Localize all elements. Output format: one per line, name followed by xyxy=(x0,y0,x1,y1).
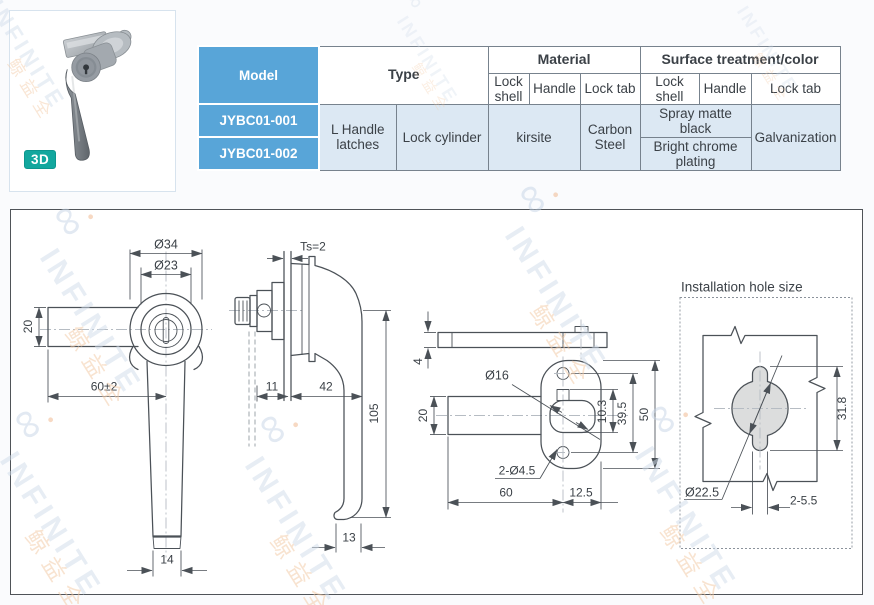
dim-hole-dia: Ø22.5 xyxy=(685,486,719,500)
cell-material-shell-handle: kirsite xyxy=(487,103,581,171)
dim-collar-dia: Ø23 xyxy=(154,259,178,273)
dim-arm-length: 60±2 xyxy=(91,380,118,394)
dim-tab-arm-length: 60 xyxy=(499,486,513,500)
lock-tab-drawing: 4 Ø16 2-Ø4.5 xyxy=(411,311,660,513)
dim-hole-span: 39.5 xyxy=(615,401,629,425)
3d-model-badge[interactable]: 3D xyxy=(24,150,57,169)
dim-edge-offset: 12.5 xyxy=(569,486,593,500)
lock-cylinder-photo xyxy=(71,42,117,83)
technical-drawing-panel: Ø34 Ø23 20 60±2 14 xyxy=(10,209,863,595)
dim-cutout-height: 31.8 xyxy=(835,396,849,420)
dim-grip-width: 14 xyxy=(160,553,174,567)
col-header-model: Model xyxy=(197,44,320,106)
dim-boss-dia: Ø16 xyxy=(485,369,509,383)
product-photo xyxy=(62,29,132,161)
col-header-material: Material xyxy=(487,45,641,74)
col-header-surface: Surface treatment/color xyxy=(639,45,841,74)
installation-title: Installation hole size xyxy=(681,280,803,295)
cell-model-2: JYBC01-002 xyxy=(197,136,320,172)
grip-highlight xyxy=(71,76,81,142)
cell-type-handle: L Handle latches xyxy=(318,103,397,171)
cell-surface-2: Bright chrome plating xyxy=(639,136,752,171)
col-header-surface-lock-shell: Lock shell xyxy=(639,72,700,105)
dim-hole-callout: 2-Ø4.5 xyxy=(499,464,536,478)
dim-flange-dia: Ø34 xyxy=(154,238,178,252)
cell-surface-tab: Galvanization xyxy=(750,103,841,171)
technical-drawings: Ø34 Ø23 20 60±2 14 xyxy=(21,238,853,577)
dim-rear-depth: 11 xyxy=(266,380,279,394)
col-header-type: Type xyxy=(318,45,489,105)
handle-grip-photo xyxy=(65,69,90,161)
side-view-drawing: Ts=2 11 42 105 13 xyxy=(229,240,391,553)
dim-front-depth: 42 xyxy=(319,380,333,394)
cell-type-cylinder: Lock cylinder xyxy=(395,103,489,171)
col-header-surface-handle: Handle xyxy=(698,72,752,105)
dim-hole-offset: 10.3 xyxy=(595,399,609,423)
dim-hook-depth: 13 xyxy=(342,531,356,545)
dim-notch-width: 2-5.5 xyxy=(790,494,818,508)
col-header-surface-lock-tab: Lock tab xyxy=(750,72,841,105)
spec-table: Model Type Material Surface treatment/co… xyxy=(197,44,841,172)
col-header-material-handle: Handle xyxy=(528,72,581,105)
col-header-material-lock-tab: Lock tab xyxy=(579,72,641,105)
col-header-material-lock-shell: Lock shell xyxy=(487,72,530,105)
dim-panel-thickness: Ts=2 xyxy=(300,240,326,254)
cell-surface-1: Spray matte black xyxy=(639,103,752,138)
cell-material-tab: Carbon Steel xyxy=(579,103,641,171)
dim-plate-height: 50 xyxy=(637,408,651,422)
cell-model-1: JYBC01-001 xyxy=(197,103,320,139)
product-photo-card: 3D xyxy=(9,10,176,192)
dim-overall-height: 105 xyxy=(367,403,381,423)
dim-plate-thickness: 4 xyxy=(411,358,425,365)
dim-arm-height: 20 xyxy=(21,320,35,334)
front-view-drawing: Ø34 Ø23 20 60±2 14 xyxy=(21,238,212,577)
installation-hole-drawing: Installation hole size 31.8 Ø22.5 xyxy=(679,280,853,549)
dim-tab-arm-height: 20 xyxy=(416,409,430,423)
